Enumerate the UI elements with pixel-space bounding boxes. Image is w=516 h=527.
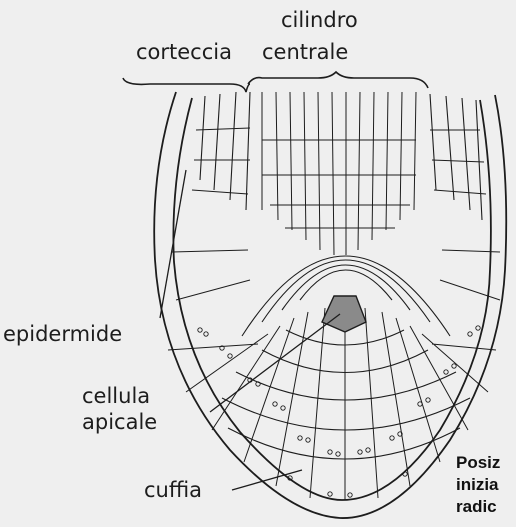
epidermide-leader	[160, 170, 186, 318]
brackets	[123, 72, 428, 92]
central-cylinder-cells	[262, 92, 416, 255]
label-centrale: centrale	[262, 40, 348, 64]
label-cuffia: cuffia	[144, 478, 202, 502]
label-cellula: cellula	[82, 384, 150, 408]
label-apicale: apicale	[82, 410, 157, 434]
cap-nuclei	[198, 326, 480, 497]
caption-line-3: radic	[456, 496, 516, 518]
label-epidermide: epidermide	[3, 322, 122, 346]
cortex-cells	[192, 92, 486, 220]
caption: Posiz inizia radic	[456, 452, 516, 518]
label-cilindro: cilindro	[281, 8, 358, 32]
corteccia-bracket	[123, 78, 250, 92]
apical-cell	[322, 296, 366, 332]
caption-line-2: inizia	[456, 474, 516, 496]
caption-line-1: Posiz	[456, 452, 516, 474]
cilindro-bracket	[248, 72, 428, 88]
label-corteccia: corteccia	[136, 40, 232, 64]
